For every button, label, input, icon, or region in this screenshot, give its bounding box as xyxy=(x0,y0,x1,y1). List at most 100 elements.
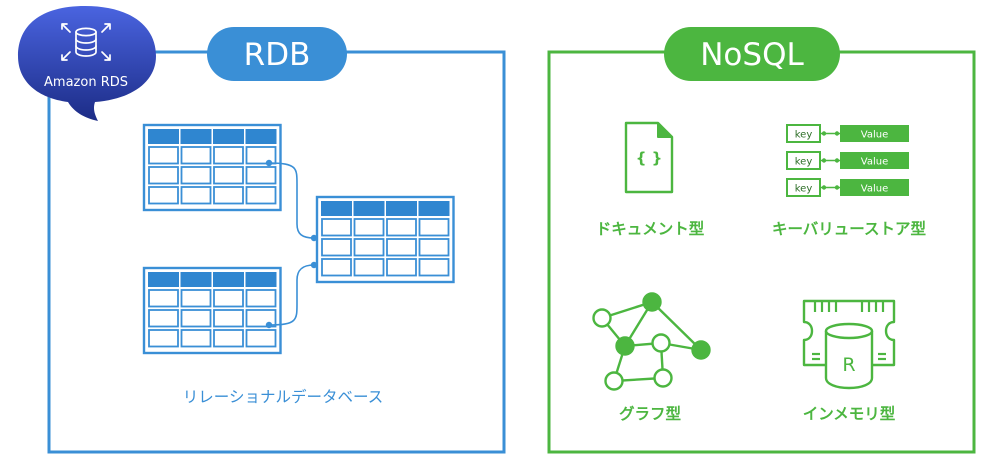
table-cell xyxy=(180,146,212,165)
document-type-label: ドキュメント型 xyxy=(596,220,705,238)
table-cell xyxy=(418,238,450,257)
value-text: Value xyxy=(861,157,888,168)
nosql-title-pill-bg xyxy=(664,27,840,81)
memory-chip-icon xyxy=(802,299,896,390)
value-text: Value xyxy=(861,130,888,141)
table-cell xyxy=(180,166,212,185)
relation-dot xyxy=(310,234,318,242)
table-cell xyxy=(180,186,212,205)
graph-node xyxy=(691,340,711,360)
badge-label: Amazon RDS xyxy=(44,75,128,90)
graph-icon xyxy=(592,292,711,391)
table-header-cell xyxy=(213,272,244,287)
table-cell xyxy=(213,329,244,348)
graph-node xyxy=(642,292,662,312)
table-cell xyxy=(321,218,352,237)
rdb-panel: RDB リレーショナルデータベース xyxy=(47,27,506,454)
graph-node xyxy=(615,336,635,356)
key-value-type-label: キーバリューストア型 xyxy=(772,220,927,238)
table-cell xyxy=(321,238,352,257)
memory-type-label: インメモリ型 xyxy=(803,405,896,423)
table-header-cell xyxy=(148,272,179,287)
rdb-title: RDB xyxy=(244,37,311,73)
table-cell xyxy=(245,186,277,205)
table-header-cell xyxy=(213,129,244,144)
rdb-table xyxy=(315,195,455,284)
value-box xyxy=(840,179,909,196)
table-header-cell xyxy=(418,201,450,216)
rdb-table xyxy=(142,266,282,355)
table-cell xyxy=(148,146,179,165)
table-cell xyxy=(213,146,244,165)
nosql-panel-frame xyxy=(547,50,976,454)
table-header-cell xyxy=(245,272,277,287)
rdb-title-pill-bg xyxy=(207,27,347,81)
nosql-title-pill: NoSQL xyxy=(664,27,840,81)
link-dot xyxy=(834,185,840,190)
table-relations xyxy=(268,162,315,326)
key-value-row: key Value xyxy=(786,124,909,143)
link-dot xyxy=(821,158,827,163)
table-cell xyxy=(353,258,385,277)
value-box xyxy=(840,125,909,142)
graph-node xyxy=(651,333,671,353)
table-cell xyxy=(386,258,417,277)
table-cell xyxy=(180,309,212,328)
table-cell xyxy=(245,329,277,348)
graph-type-label: グラフ型 xyxy=(619,404,682,423)
database-icon xyxy=(61,23,111,61)
relation-line-bottom xyxy=(268,264,315,326)
table-cell xyxy=(213,289,244,308)
key-text: key xyxy=(795,157,813,168)
table-cell xyxy=(418,258,450,277)
relation-dot xyxy=(310,261,318,269)
table-cell xyxy=(213,186,244,205)
rdb-table xyxy=(142,123,282,212)
table-cell xyxy=(321,258,352,277)
link-dot xyxy=(834,158,840,163)
table-cell xyxy=(245,146,277,165)
rdb-tables xyxy=(142,123,455,355)
table-cell xyxy=(386,218,417,237)
relation-dot xyxy=(265,159,273,167)
rdb-caption: リレーショナルデータベース xyxy=(183,387,383,406)
badge-speech-bubble xyxy=(18,6,156,121)
relation-line-top xyxy=(268,162,315,239)
value-box xyxy=(840,152,909,169)
table-header-cell xyxy=(386,201,417,216)
table-cell xyxy=(148,289,179,308)
table-header-cell xyxy=(180,129,212,144)
table-cell xyxy=(353,218,385,237)
graph-node xyxy=(653,368,673,388)
table-cell xyxy=(213,309,244,328)
table-cell xyxy=(148,329,179,348)
link-dot xyxy=(834,131,840,136)
document-icon-braces: { } xyxy=(636,149,663,167)
memory-icon-letter: R xyxy=(842,354,855,376)
table-cell xyxy=(386,238,417,257)
table-cell xyxy=(180,289,212,308)
key-value-row: key Value xyxy=(786,151,909,170)
table-cell xyxy=(180,329,212,348)
table-cell xyxy=(148,166,179,185)
link-dot xyxy=(821,131,827,136)
table-cell xyxy=(418,218,450,237)
table-cell xyxy=(148,186,179,205)
value-text: Value xyxy=(861,184,888,195)
table-header-cell xyxy=(321,201,352,216)
graph-node xyxy=(604,371,624,391)
nosql-title: NoSQL xyxy=(700,37,804,73)
table-header-cell xyxy=(180,272,212,287)
table-header-cell xyxy=(353,201,385,216)
table-cell xyxy=(245,289,277,308)
link-dot xyxy=(821,185,827,190)
table-header-cell xyxy=(245,129,277,144)
key-text: key xyxy=(795,130,813,141)
table-cell xyxy=(148,309,179,328)
relation-dot xyxy=(265,321,273,329)
rdb-title-pill: RDB xyxy=(207,27,347,81)
document-icon: { } xyxy=(624,121,674,194)
